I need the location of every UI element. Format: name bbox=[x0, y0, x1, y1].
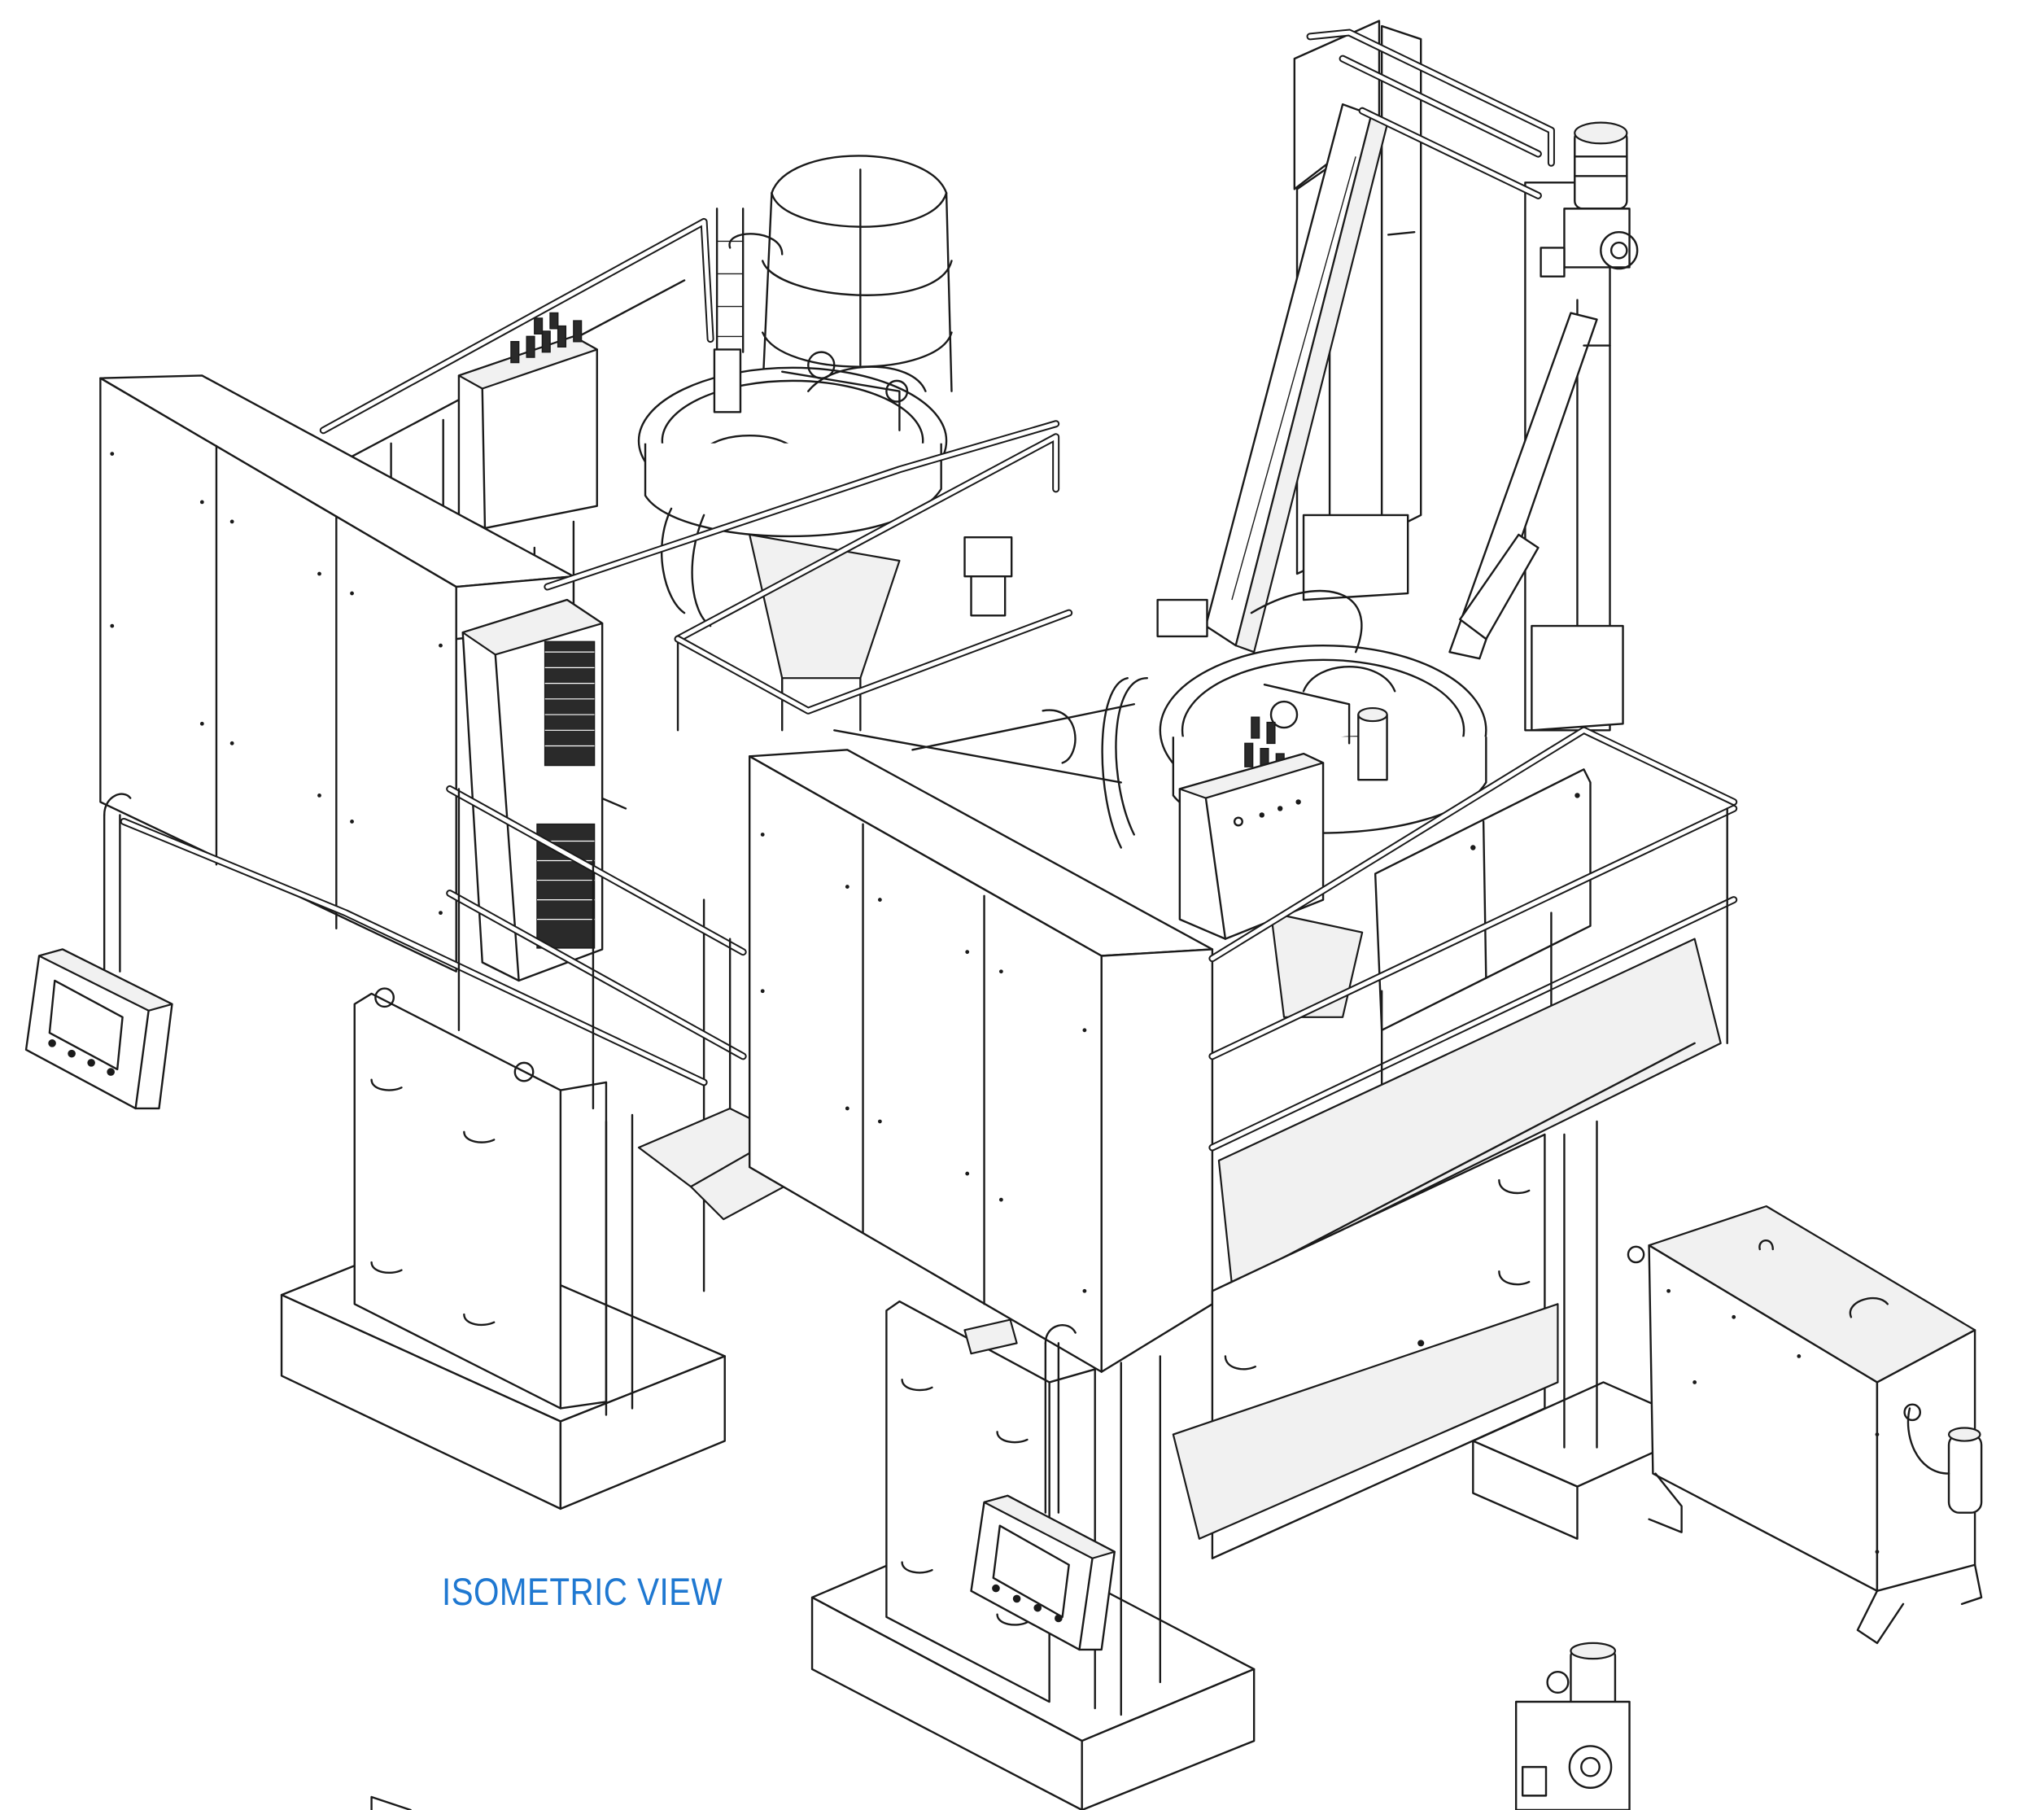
safety-cage-ladder bbox=[717, 155, 951, 391]
partial-frame-corner bbox=[372, 1797, 411, 1810]
tank-bolts bbox=[1666, 1288, 1880, 1554]
left-control-cabinet bbox=[100, 375, 574, 971]
right-operator-panel bbox=[972, 1325, 1115, 1650]
drive-motor bbox=[1541, 123, 1638, 277]
cooling-unit bbox=[463, 600, 602, 981]
filter-canister bbox=[1905, 1405, 1982, 1513]
left-operator-panel bbox=[26, 794, 172, 1108]
right-screen bbox=[994, 1526, 1069, 1617]
lifting-mast bbox=[1206, 21, 1623, 731]
cooling-vent-grille bbox=[537, 641, 594, 948]
mast-arm-rear bbox=[1449, 313, 1596, 659]
cable-glands bbox=[511, 313, 582, 363]
left-lower-cabinet bbox=[355, 989, 632, 1415]
central-walkway bbox=[124, 789, 808, 1219]
view-label: ISOMETRIC VIEW bbox=[442, 1570, 723, 1613]
right-junction-box bbox=[1180, 754, 1323, 939]
left-junction-box bbox=[459, 313, 597, 528]
central-frame bbox=[548, 424, 1134, 783]
hydraulic-tank-unit bbox=[1628, 1206, 1981, 1643]
partial-drive-unit bbox=[1516, 1643, 1629, 1810]
right-panel-bolts bbox=[760, 833, 1087, 1293]
panel-bolts bbox=[110, 452, 443, 916]
left-screen bbox=[50, 981, 123, 1069]
service-platform bbox=[1212, 730, 1734, 1343]
right-control-cabinet bbox=[749, 750, 1212, 1371]
